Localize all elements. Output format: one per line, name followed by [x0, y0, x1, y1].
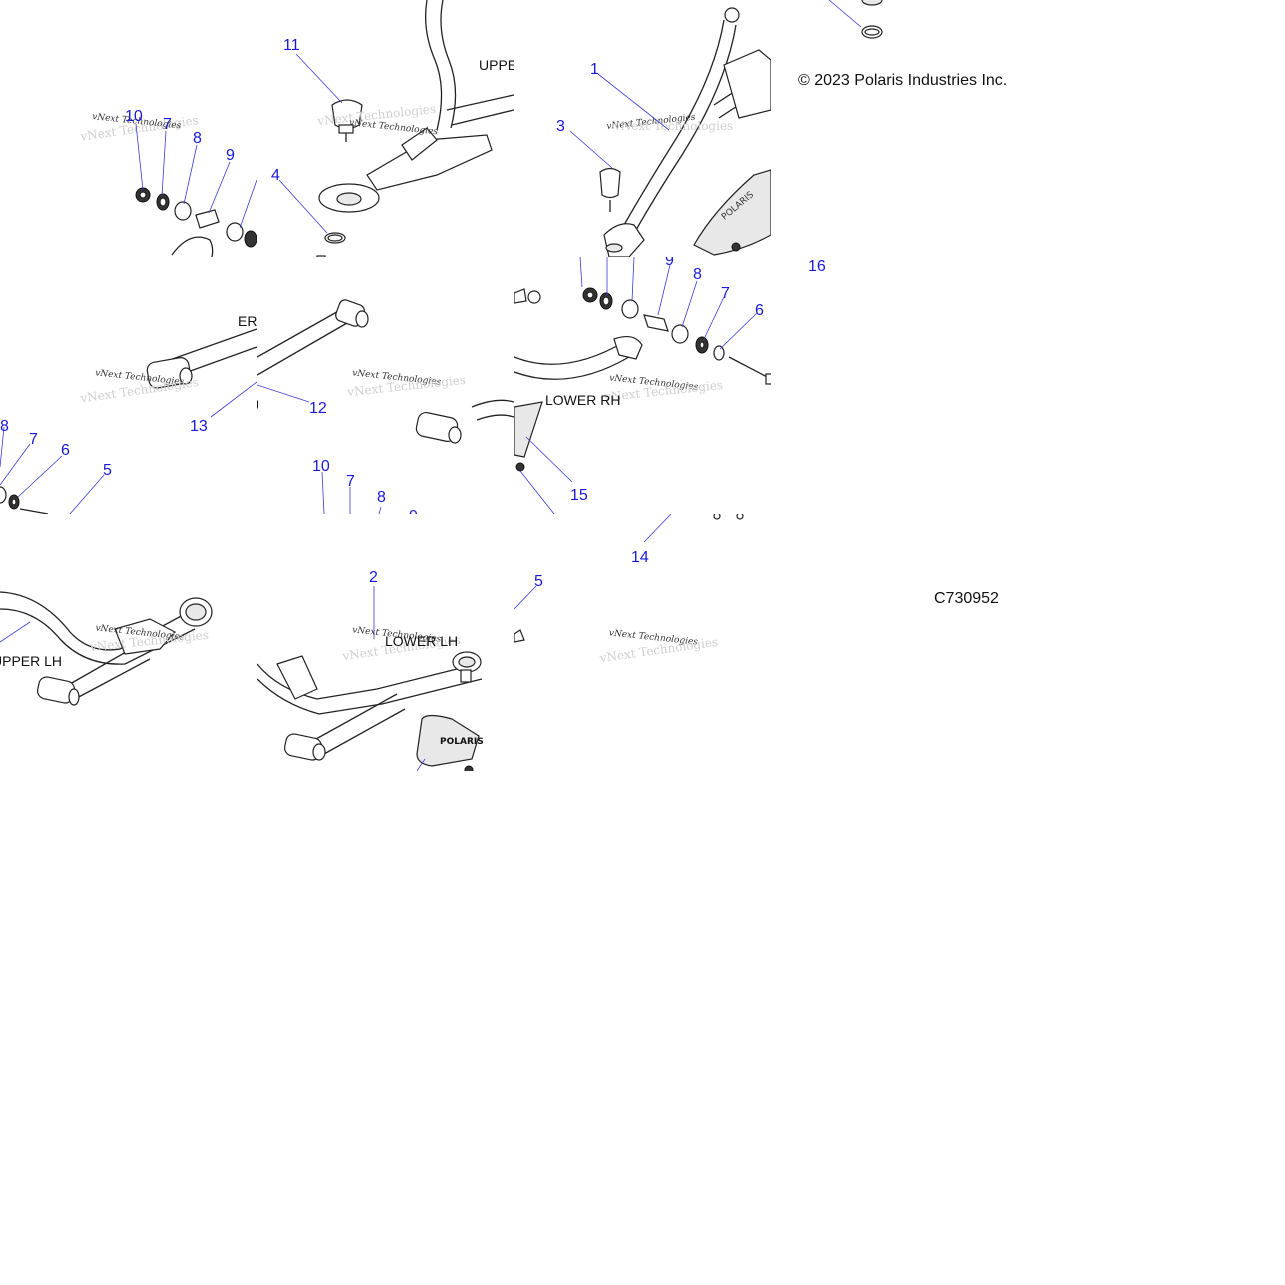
callout-4: 4 — [271, 167, 280, 184]
leader-lines — [519, 257, 758, 514]
callout-9: 9 — [226, 147, 235, 164]
diagram-tile-r1c2: vNext Technologies vNext Technologies 11… — [257, 0, 514, 257]
leader-lines — [569, 73, 670, 169]
callout-10: 10 — [312, 458, 330, 475]
diagram-tile-r3c2: POLARIS vNext Technologies vNext Technol… — [257, 514, 514, 771]
callout-3: 3 — [556, 118, 565, 135]
ball-joint — [599, 167, 621, 212]
arm-label-upper-rh: UPPE — [479, 57, 514, 73]
callout-14: 14 — [631, 549, 649, 566]
copyright-notice: © 2023 Polaris Industries Inc. — [798, 72, 1008, 89]
callout-5: 5 — [103, 462, 112, 479]
callout-12: 12 — [309, 400, 327, 417]
callout-8: 8 — [0, 418, 9, 435]
diagram-tile-r2c3: vNext Technologies vNext Technologies 9 … — [514, 257, 771, 514]
leader-lines — [828, 0, 862, 28]
bushing-stack — [0, 486, 49, 514]
callout-9: 9 — [665, 257, 674, 269]
callout-8: 8 — [377, 489, 386, 506]
lower-rh-arm — [257, 299, 514, 444]
diagram-tile-right: 16 — [771, 0, 1028, 300]
callout-2: 2 — [369, 569, 378, 586]
diagram-tile-r1c3: POLARIS vNext Technologies vNext Technol… — [514, 0, 771, 257]
callout-1: 1 — [590, 61, 599, 78]
upper-lh-arm — [0, 591, 213, 706]
diagram-tile-r3c1: vNext Technologies vNext Technologies UP… — [0, 514, 257, 771]
lower-rh-arm — [146, 328, 257, 389]
hardware-small — [514, 514, 744, 643]
lower-rh-arm — [514, 335, 643, 472]
callout-16: 16 — [808, 258, 826, 275]
snap-ring — [324, 232, 346, 244]
callout-7: 7 — [163, 116, 172, 133]
polaris-guard: POLARIS — [416, 714, 484, 771]
arm-label-lower-lh: LOWER LH — [385, 633, 458, 649]
watermark-mark: vNext Technologies vNext Technologies — [346, 368, 467, 399]
diagram-tile-r1c1: vNext Technologies vNext Technologies — [0, 0, 257, 257]
leader-lines — [0, 381, 257, 514]
upper-rh-arm — [603, 7, 771, 257]
hardware-stack — [135, 187, 257, 257]
diagram-tile-r2c2: vNext Technologies vNext Technologies 12… — [257, 257, 514, 514]
callout-7: 7 — [29, 431, 38, 448]
watermark-mark: vNext Technologies vNext Technologies — [603, 373, 724, 404]
watermark-mark: vNext Technologies vNext Technologies — [598, 628, 719, 665]
callout-15: 15 — [570, 487, 588, 504]
callout-8: 8 — [193, 130, 202, 147]
polaris-guard: POLARIS — [693, 169, 771, 256]
callout-8: 8 — [693, 266, 702, 283]
callout-10: 10 — [125, 108, 143, 125]
hardware-stack — [514, 287, 771, 385]
callout-7: 7 — [721, 285, 730, 302]
leader-lines — [514, 514, 672, 610]
arm-label-lower-rh-partial: ER RH — [238, 313, 257, 329]
callout-7: 7 — [346, 473, 355, 490]
arm-label-lower-rh: LOWER RH — [545, 392, 620, 408]
leader-lines — [278, 53, 343, 234]
svg-text:vNext Technologies: vNext Technologies — [349, 118, 439, 137]
callout-9: 9 — [409, 508, 418, 514]
leader-lines — [135, 123, 257, 229]
watermark-mark: vNext Technologies vNext Technologies — [606, 113, 733, 133]
upper-rh-arm — [318, 0, 514, 213]
svg-text:vNext Technologies: vNext Technologies — [613, 119, 733, 133]
callout-6: 6 — [755, 302, 764, 319]
bolt — [316, 255, 326, 257]
callout-6: 6 — [61, 442, 70, 459]
leader-lines — [0, 621, 31, 643]
svg-text:POLARIS: POLARIS — [440, 737, 484, 747]
diagram-tile-r2c1: vNext Technologies vNext Technologies 13… — [0, 257, 257, 514]
callout-5: 5 — [534, 573, 543, 590]
callout-13: 13 — [190, 418, 208, 435]
leader-lines — [257, 384, 382, 514]
leader-lines — [373, 586, 426, 771]
diagram-tile-r3c3: vNext Technologies vNext Technologies 14… — [514, 514, 771, 771]
arm-label-upper-lh: UPPER LH — [0, 653, 62, 669]
lower-lh-arm — [257, 651, 483, 761]
callout-11: 11 — [283, 37, 300, 54]
arm-label-upper-partial: U — [257, 397, 259, 413]
illustration-code: C730952 — [934, 590, 999, 607]
ball-joint — [331, 99, 363, 142]
snap-ring — [861, 0, 883, 39]
